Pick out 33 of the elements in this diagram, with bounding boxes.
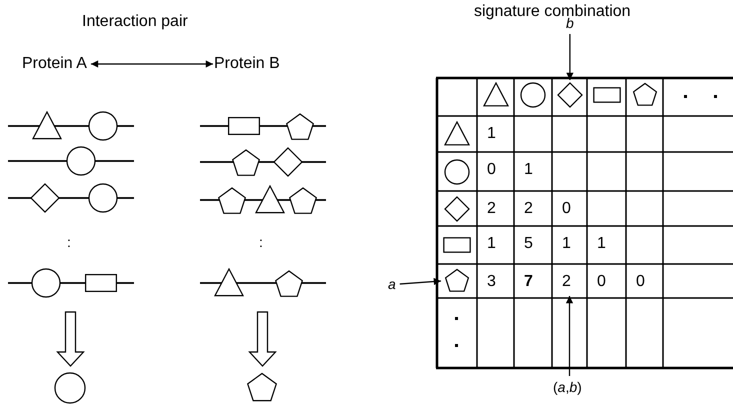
cell-value: 2: [487, 201, 496, 217]
result-pentagon: [246, 372, 278, 404]
hollow-arrow: [248, 311, 277, 367]
axis-variable: b: [566, 16, 574, 30]
protein-label: Protein A: [22, 56, 87, 72]
continuation-mark: :: [67, 235, 71, 249]
cell-value: 2: [524, 201, 533, 217]
leader-arrow: [400, 278, 442, 286]
row-header-pentagon-icon: [442, 267, 472, 295]
cell-coordinate: (a,b): [553, 380, 582, 394]
cell-value: 1: [524, 162, 533, 178]
cell-value: 5: [524, 236, 533, 252]
hollow-arrow: [56, 311, 85, 367]
cell-value: 1: [597, 236, 606, 252]
cell-value: 0: [487, 162, 496, 178]
cell-value: 1: [487, 236, 496, 252]
cell-value: 1: [487, 126, 496, 142]
section-heading: Interaction pair: [82, 14, 188, 30]
cell-value: 7: [524, 274, 533, 290]
continuation-mark: :: [259, 235, 263, 249]
column-header-diamond-icon: [554, 81, 584, 109]
cell-value: 1: [562, 236, 571, 252]
cell-value: 0: [636, 274, 645, 290]
result-circle: [54, 372, 86, 404]
protein-label: Protein B: [214, 56, 280, 72]
cell-value: 0: [562, 201, 571, 217]
cell-value: 2: [562, 274, 571, 290]
axis-variable: a: [388, 277, 396, 291]
leader-arrow: [566, 296, 574, 376]
cell-value: 0: [597, 274, 606, 290]
leader-arrow: [566, 34, 574, 80]
double-arrow: [90, 60, 213, 68]
cell-value: 3: [487, 274, 496, 290]
